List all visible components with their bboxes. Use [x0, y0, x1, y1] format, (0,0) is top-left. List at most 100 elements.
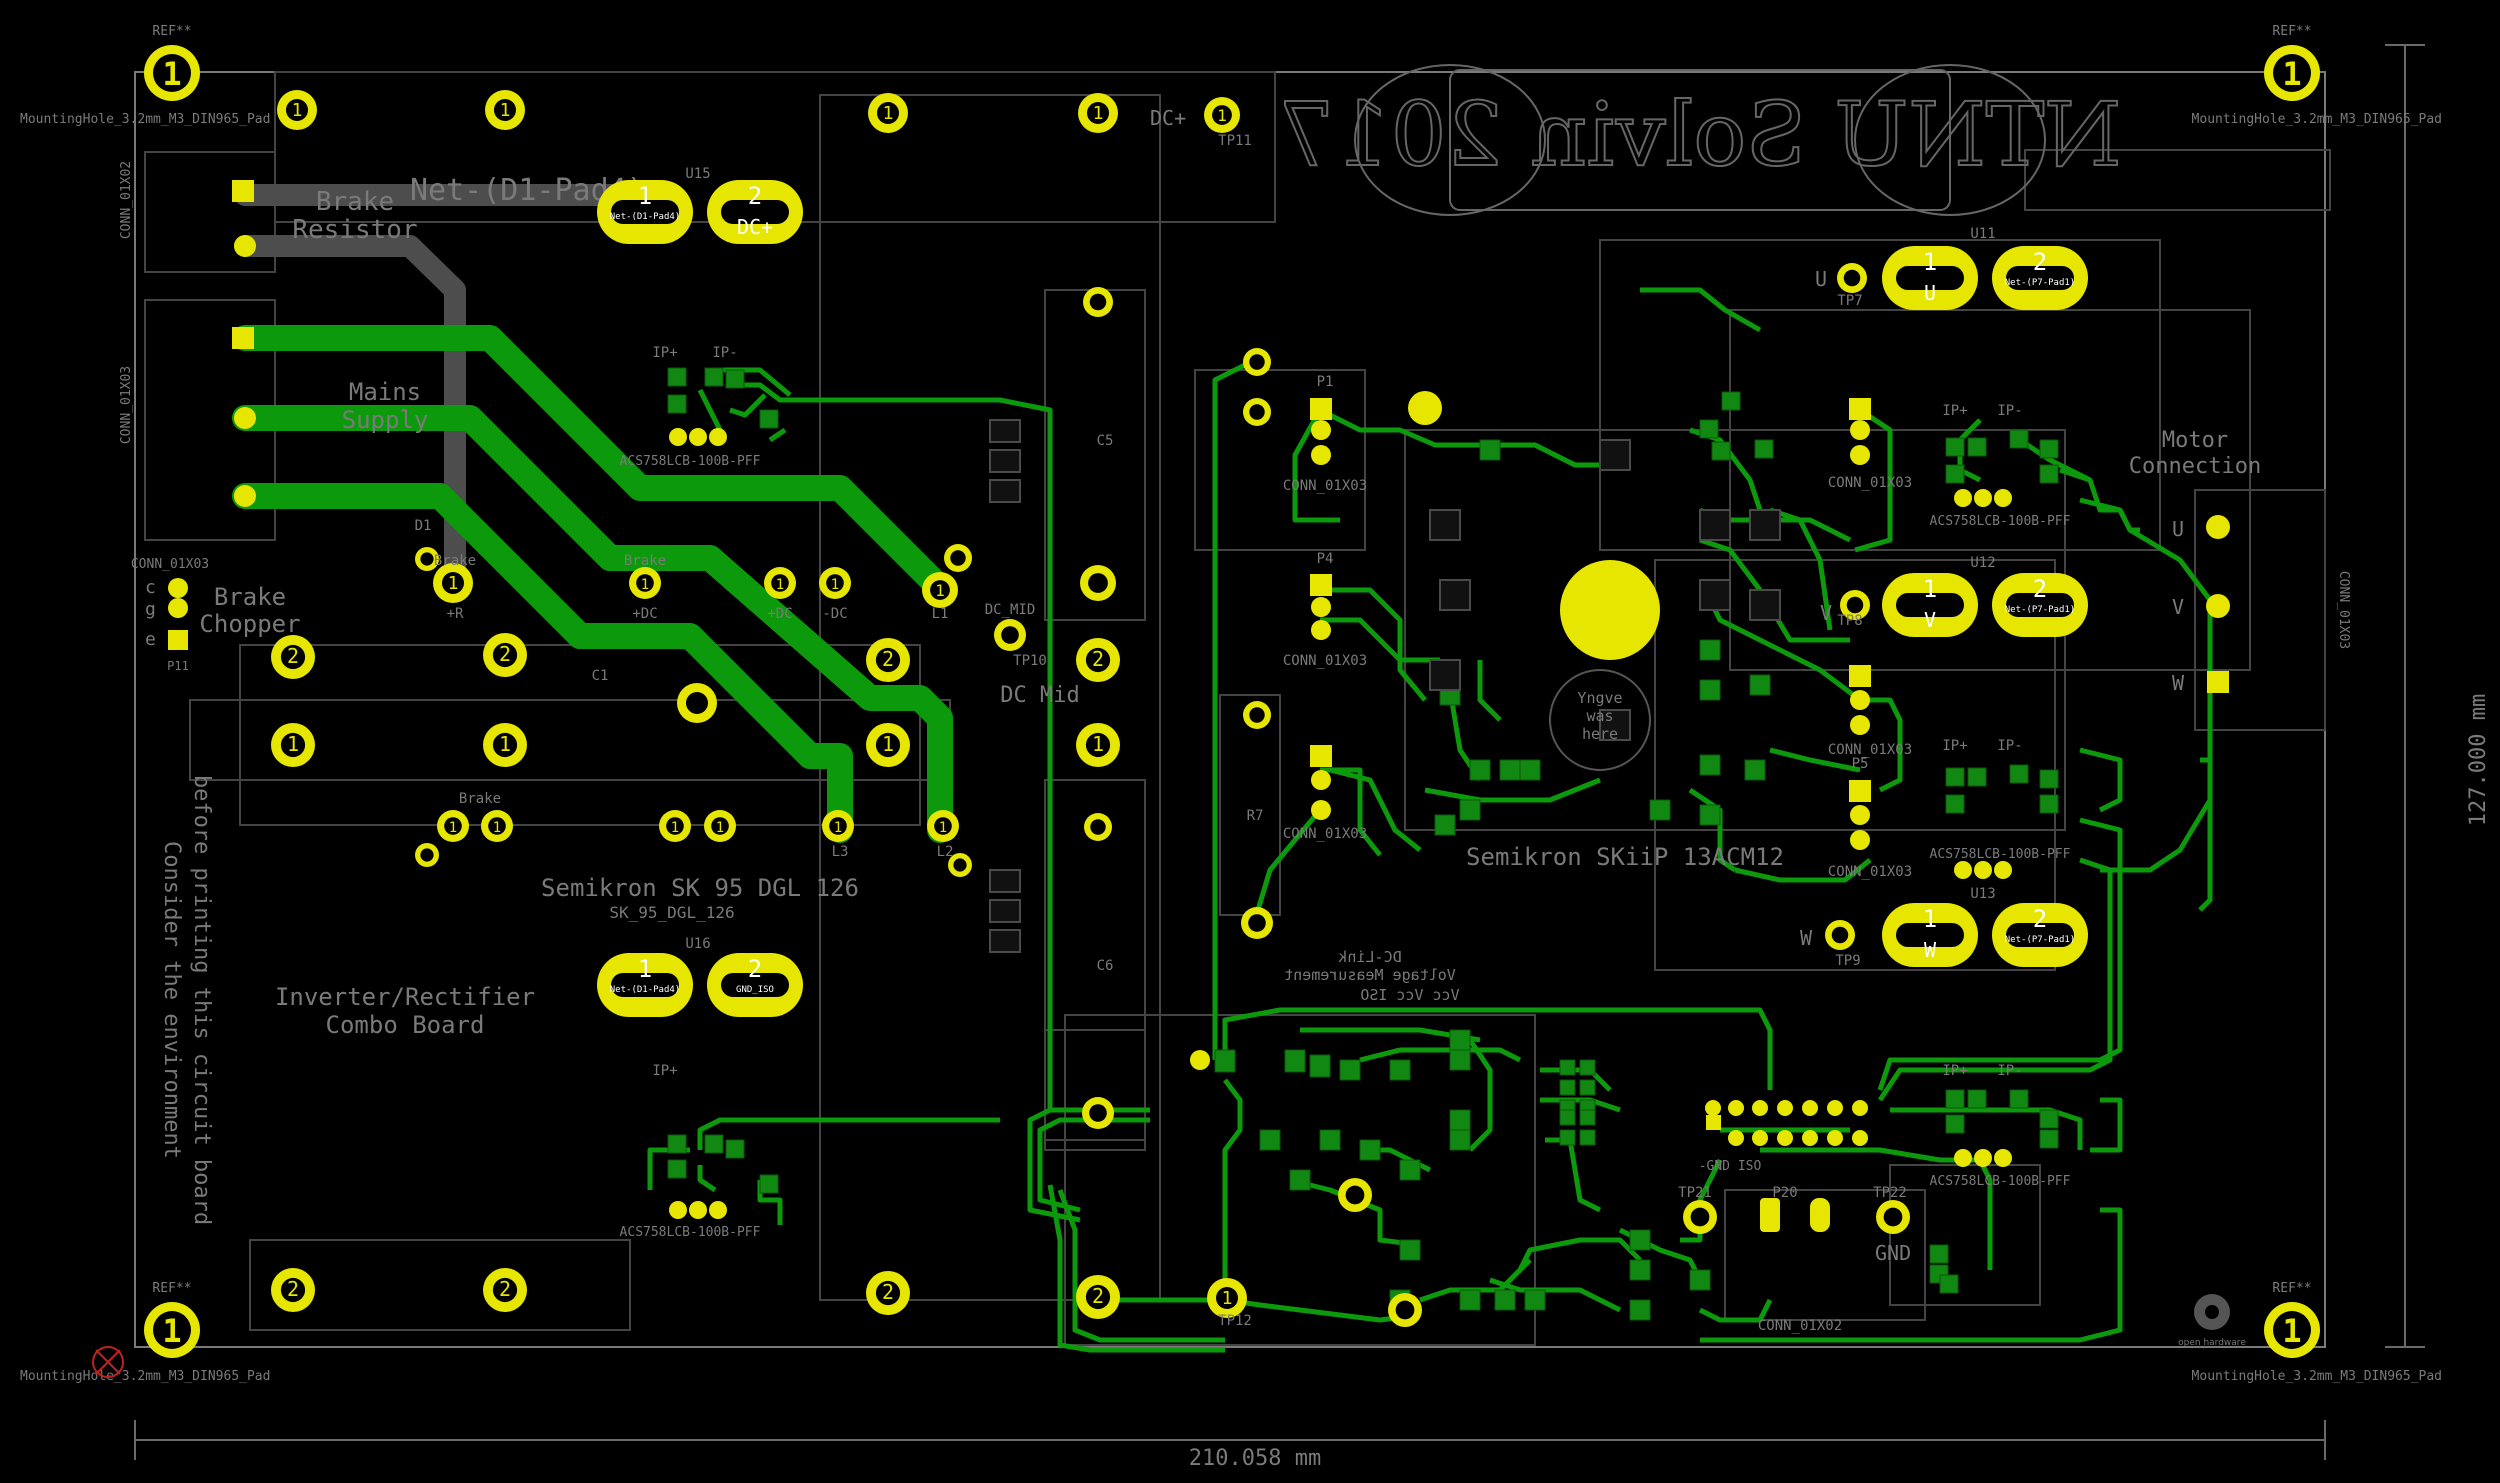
p1-label: P1 [1317, 374, 1334, 390]
pad-drill [1088, 573, 1108, 593]
pad-drill [1831, 926, 1849, 944]
brake-r-label-2: +R [447, 606, 464, 622]
oval-pad-net-label: Net-(P7-Pad1) [2005, 278, 2075, 288]
r7-label: R7 [1247, 808, 1264, 824]
oval-pad-net-label: GND_ISO [736, 985, 774, 995]
open-hardware-logo [2194, 1294, 2230, 1330]
pad-drill [875, 647, 901, 673]
pad-drill [488, 817, 506, 835]
mounting-holes: 1REF**MountingHole_3.2mm_M3_DIN965_Pad1R… [20, 24, 2442, 1384]
pad-number-label: 2 [287, 644, 299, 668]
pad-number-label: 1 [1217, 106, 1227, 125]
environment-label-1: Consider the environment [159, 841, 184, 1159]
pad-drill [1090, 819, 1106, 835]
oval-pad-slot [1896, 923, 1964, 947]
pad-drill [771, 574, 789, 592]
small-round-pad [1408, 391, 1442, 425]
minus-dc-label: -DC [822, 606, 847, 622]
p4-label: P4 [1317, 551, 1334, 567]
pad-number-label: 1 [939, 820, 947, 836]
u-motor-label: U [2172, 517, 2184, 541]
pad-number-label: 1 [882, 732, 894, 756]
sk-footprint-label: SK_95_DGL_126 [609, 903, 734, 922]
oval-pad-number: 2 [2033, 905, 2047, 933]
mounting-hole-value: MountingHole_3.2mm_M3_DIN965_Pad [20, 112, 270, 127]
pad-drill [636, 574, 654, 592]
pad-drill [494, 99, 516, 121]
pad-drill [420, 552, 434, 566]
e-label: e [145, 629, 156, 650]
pad-drill [1216, 1287, 1238, 1309]
ip-minus-label-5: IP- [1997, 1063, 2022, 1079]
oval-pad-net-label: DC+ [737, 215, 773, 239]
oval-pad-net-label: W [1924, 938, 1937, 962]
pad-number-label: 2 [287, 1277, 299, 1301]
oval-pad-slot [1896, 593, 1964, 617]
pad-drill [444, 817, 462, 835]
pad-drill [953, 858, 967, 872]
pad-drill [1883, 1207, 1903, 1227]
conn-01x02-top: CONN_01X02 [119, 161, 134, 239]
silkscreen-boxes [144, 71, 2331, 1346]
pad-drill [1249, 354, 1265, 370]
u15-label: U15 [685, 166, 710, 182]
p11-label: P11 [167, 659, 189, 673]
pad-number-label: 1 [883, 103, 894, 124]
environment-label-2: before printing this circuit board [189, 775, 214, 1225]
oval-pad-number: 1 [638, 955, 652, 983]
pad-drill [829, 817, 847, 835]
pad-number-label: 1 [1222, 1288, 1233, 1309]
pin-headers [168, 180, 2230, 1232]
brake-dc-label-1: Brake [624, 553, 666, 569]
pad-number-label: 1 [716, 820, 724, 836]
ip-plus-label-2: IP+ [652, 1063, 677, 1079]
open-hardware-text: open hardware [2178, 1338, 2246, 1348]
motor-connection-label-2: Connection [2129, 454, 2261, 479]
oval-pad-number: 2 [2033, 248, 2047, 276]
gnd-label: GND [1875, 1241, 1911, 1265]
pad-drill [280, 644, 306, 670]
ip-minus-label-4: IP- [1997, 738, 2022, 754]
pad-drill [492, 642, 518, 668]
oval-pad-number: 1 [638, 182, 652, 210]
pad-drill [1690, 1207, 1710, 1227]
pad-drill [442, 572, 464, 594]
oval-pad-net-label: Net-(D1-Pad4) [610, 985, 680, 995]
pad-number-label: 1 [1093, 103, 1104, 124]
pad-number-label: 1 [641, 577, 649, 593]
oval-pad-slot [721, 973, 789, 997]
dc-mid-label: DC Mid [1000, 683, 1079, 708]
pad-drill [1085, 1284, 1111, 1310]
p20-label: P20 [1772, 1185, 1797, 1201]
logo-text: NTNU Solvin 2017 [1279, 83, 2122, 186]
oval-pads: 1Net-(D1-Pad4)2DC+1Net-(D1-Pad4)2GND_ISO… [597, 180, 2088, 1017]
pad-drill [1345, 1185, 1365, 1205]
oval-pad-slot [721, 200, 789, 224]
pad-number-label: 2 [1092, 1284, 1104, 1308]
tp22-label: TP22 [1873, 1185, 1907, 1201]
pad-drill [1089, 1104, 1107, 1122]
brake-r-label-1: Brake [434, 553, 476, 569]
brake-chopper-label-1: Brake [214, 583, 286, 611]
brake-net-trace [234, 184, 636, 591]
oval-pad-number: 1 [1923, 575, 1937, 603]
w-label: W [1800, 926, 1813, 950]
pad-number-label: 2 [499, 1277, 511, 1301]
conn-01x03-motor: CONN_01X03 [2336, 571, 2351, 649]
oval-pad-number: 1 [1923, 905, 1937, 933]
pad-number-label: 1 [671, 820, 679, 836]
pad-drill [877, 102, 899, 124]
pad-number-label: 1 [776, 577, 784, 593]
pad-number-label: 1 [831, 577, 839, 593]
tp10-label: TP10 [1013, 653, 1047, 669]
silkscreen-texts: Net-(D1-Pad4) Brake Resistor Mains Suppl… [119, 106, 2351, 1334]
conn-01x03-p1: CONN_01X03 [1283, 478, 1367, 494]
mounting-hole-ref: REF** [2272, 1281, 2311, 1296]
u16-label: U16 [685, 936, 710, 952]
ntnu-logo [1354, 64, 2046, 216]
mounting-hole-ref: REF** [152, 1281, 191, 1296]
pad-drill [686, 692, 708, 714]
pad-drill [1085, 647, 1111, 673]
pad-drill [1249, 404, 1265, 420]
